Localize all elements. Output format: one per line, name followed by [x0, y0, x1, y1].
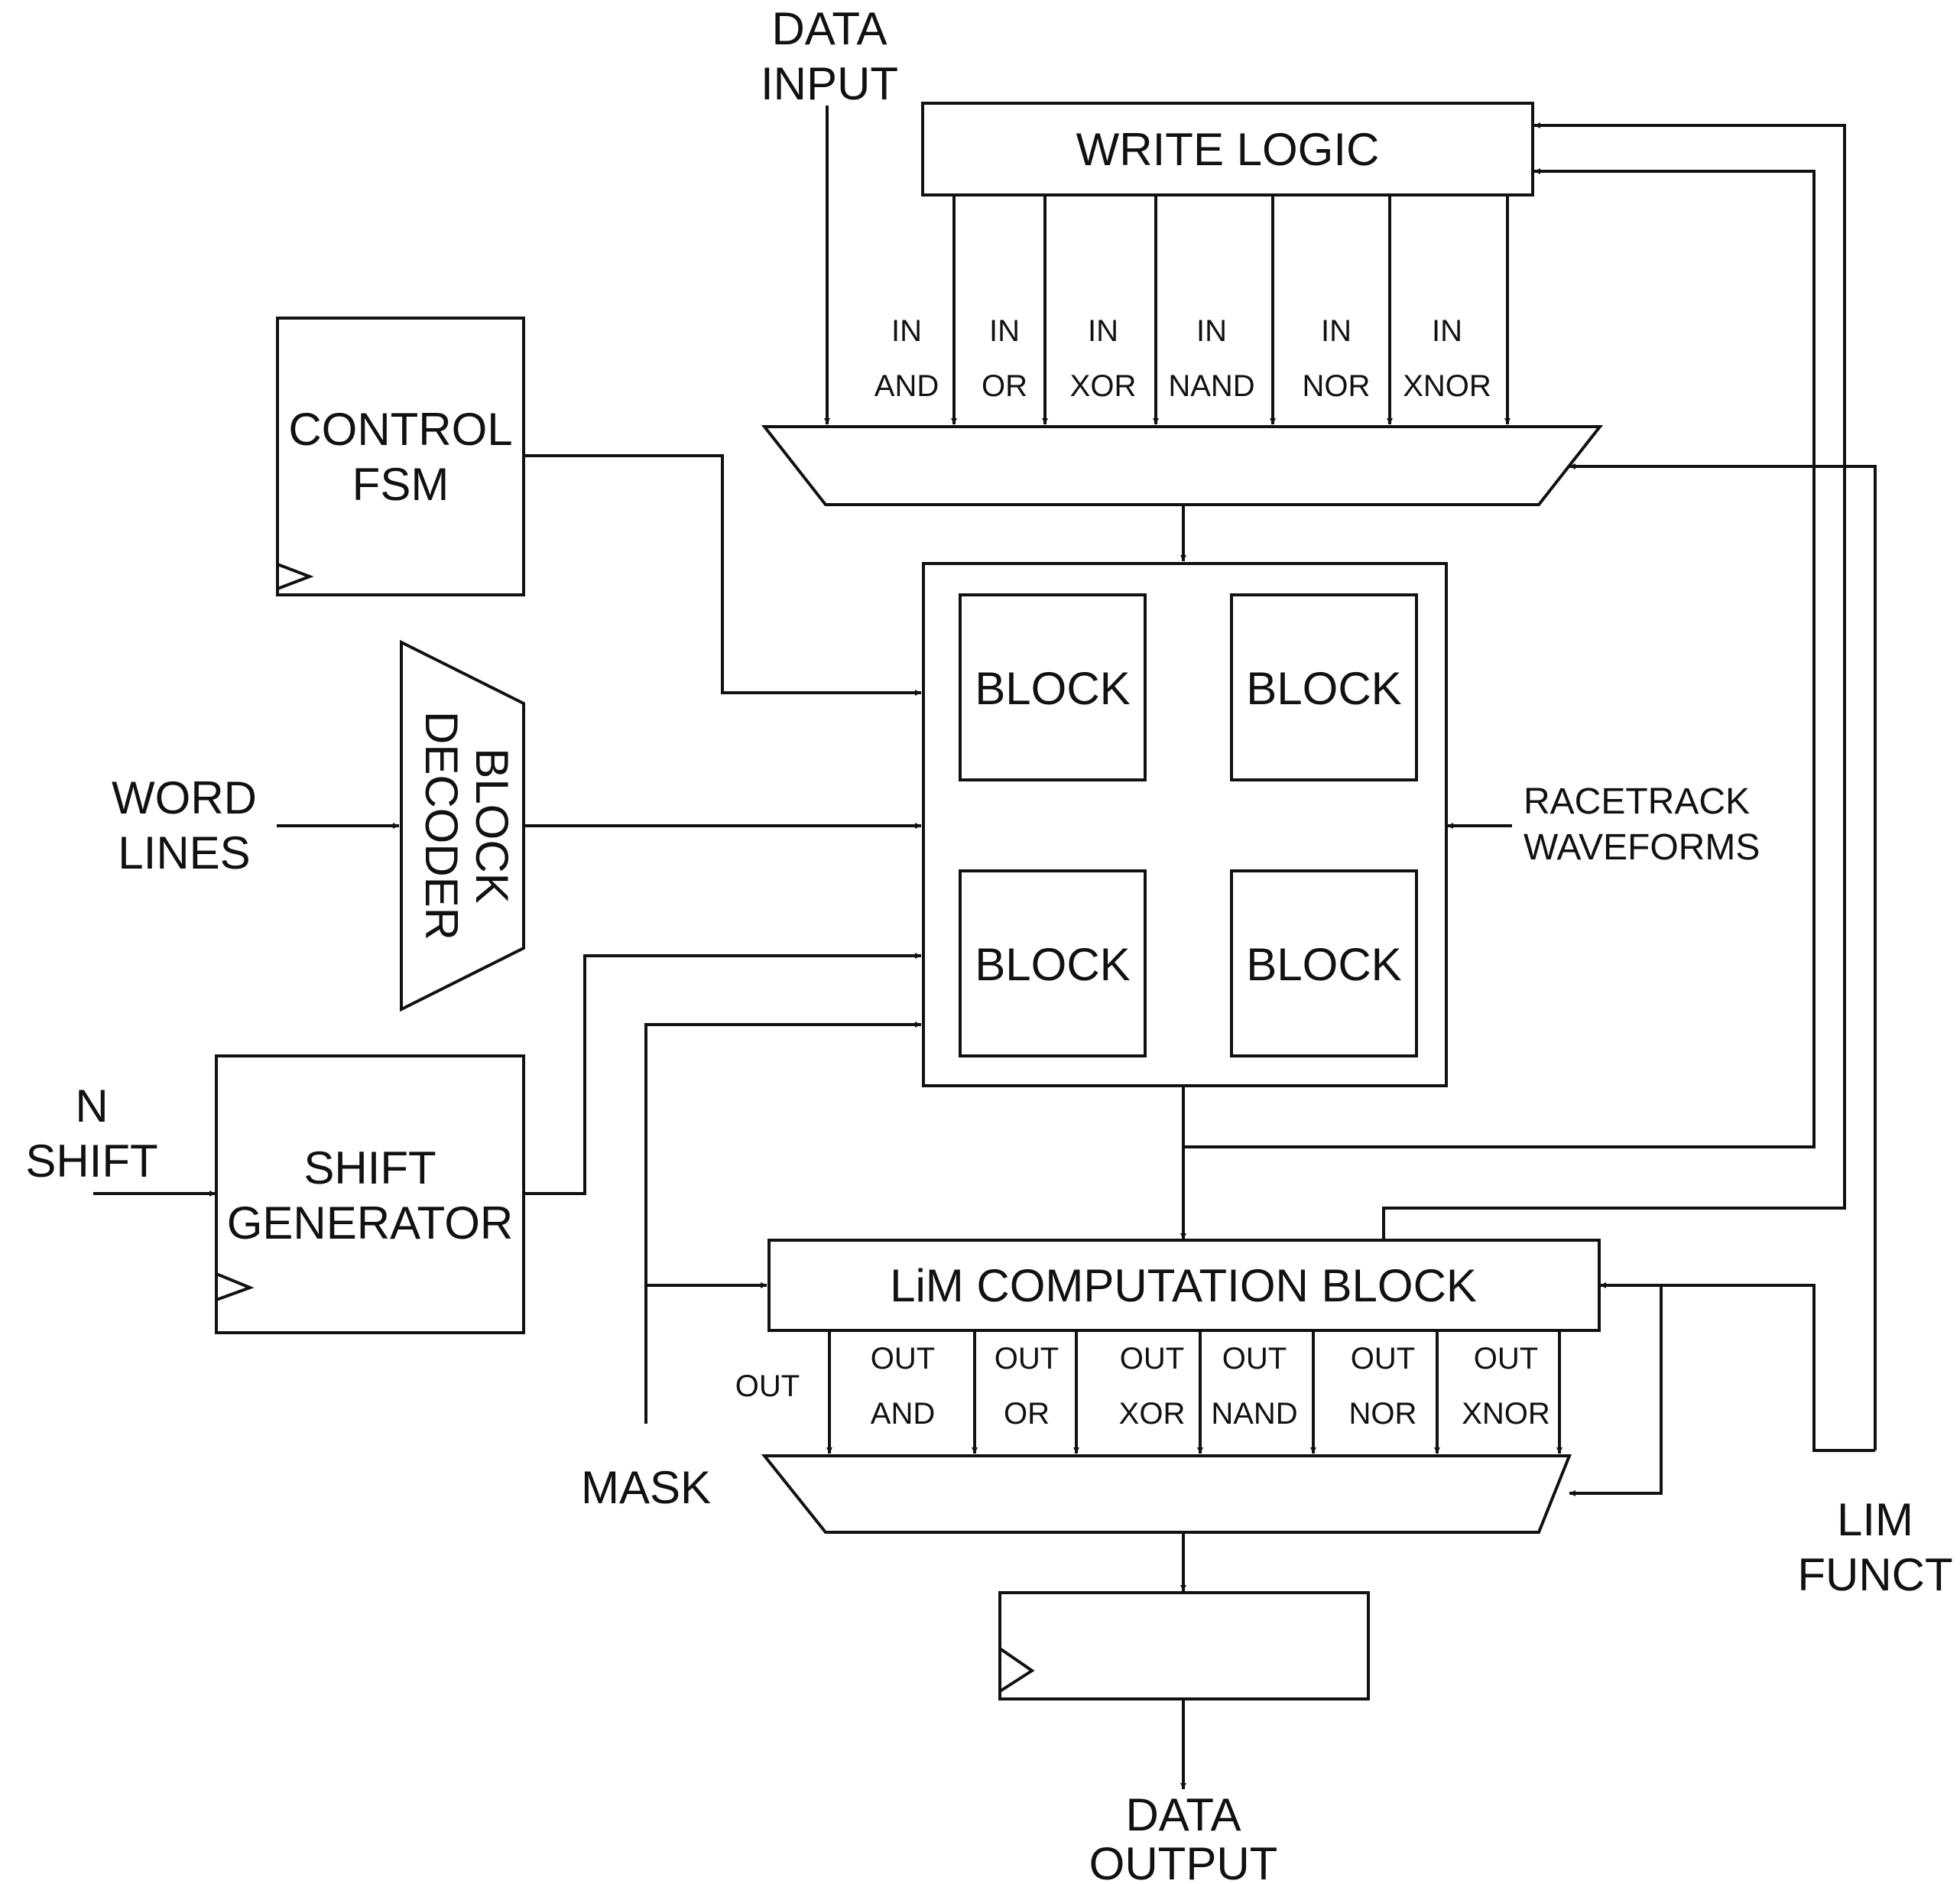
output-register: [998, 1591, 1370, 1700]
racetrack-label-1: RACETRACK: [1524, 781, 1750, 822]
n-shift-label-2: SHIFT: [25, 1135, 157, 1187]
in-or-label: OR: [982, 369, 1027, 403]
out-or-label: OR: [1004, 1397, 1050, 1431]
racetrack-label-2: WAVEFORMS: [1524, 827, 1760, 868]
lim-funct-lim-wire: [1600, 1282, 1875, 1452]
in-label: IN: [1432, 314, 1462, 348]
lim-feedback-wire: [1382, 122, 1846, 1239]
out-label: OUT: [1474, 1342, 1538, 1376]
out-nand-label: NAND: [1211, 1397, 1297, 1431]
write-mux-input-labels: IN AND IN OR IN XOR IN NAND IN NOR IN XN…: [875, 314, 1491, 403]
block-decoder: BLOCK DECODER: [400, 639, 525, 1012]
out-label: OUT: [1120, 1342, 1184, 1376]
in-label: IN: [891, 314, 922, 348]
memory-array: BLOCK BLOCK BLOCK BLOCK: [922, 562, 1448, 1087]
write-logic-output-wires: [951, 196, 1511, 424]
control-fsm-label-1: CONTROL: [288, 404, 512, 455]
write-logic-label: WRITE LOGIC: [1076, 124, 1380, 175]
in-xor-label: XOR: [1070, 369, 1137, 403]
lim-funct-out-select-wire: [1569, 1285, 1663, 1496]
word-lines-label-2: LINES: [118, 827, 250, 879]
out-xnor-label: XNOR: [1462, 1397, 1550, 1431]
lim-funct-write-select-wire: [1569, 463, 1877, 1450]
out-label: OUT: [1222, 1342, 1287, 1376]
block-br: BLOCK: [1230, 869, 1418, 1057]
block-decoder-label-1: BLOCK: [466, 748, 518, 903]
data-output-label-2: OUTPUT: [1089, 1838, 1278, 1884]
mask-label: MASK: [581, 1462, 711, 1513]
out-mux-input-labels: OUT OUT AND OUT OR OUT XOR OUT NAND OUT …: [735, 1342, 1550, 1431]
control-fsm-label-2: FSM: [352, 459, 449, 510]
block-label: BLOCK: [1246, 663, 1401, 714]
lim-computation-block: LiM COMPUTATION BLOCK: [767, 1239, 1601, 1332]
in-nand-label: NAND: [1168, 369, 1254, 403]
out-xor-label: XOR: [1119, 1397, 1186, 1431]
shift-gen-to-array-wire: [524, 953, 921, 1195]
out-label: OUT: [735, 1369, 800, 1403]
array-feedback-wire: [1183, 168, 1816, 1148]
block-tr: BLOCK: [1230, 593, 1418, 781]
out-nor-label: NOR: [1349, 1397, 1417, 1431]
block-label: BLOCK: [1246, 939, 1401, 990]
in-label: IN: [989, 314, 1020, 348]
block-decoder-label-2: DECODER: [416, 711, 467, 940]
data-output-label-1: DATA: [1125, 1789, 1241, 1840]
lim-funct-label-1: LIM: [1837, 1494, 1913, 1545]
lim-funct-label-2: FUNCT: [1797, 1549, 1952, 1600]
in-xnor-label: XNOR: [1403, 369, 1491, 403]
data-input-label-2: INPUT: [761, 58, 898, 109]
block-tl: BLOCK: [959, 593, 1147, 781]
shift-generator-label-2: GENERATOR: [227, 1197, 514, 1249]
out-label: OUT: [1351, 1342, 1415, 1376]
mask-to-array-wire: [644, 1022, 921, 1424]
shift-generator-label-1: SHIFT: [303, 1142, 436, 1194]
write-mux: [761, 425, 1604, 506]
block-label: BLOCK: [975, 663, 1130, 714]
in-label: IN: [1196, 314, 1227, 348]
data-input-label-1: DATA: [771, 3, 887, 54]
block-label: BLOCK: [975, 939, 1130, 990]
out-label: OUT: [871, 1342, 935, 1376]
word-lines-label-1: WORD: [112, 772, 257, 823]
control-fsm-wire: [524, 454, 921, 696]
output-mux: [761, 1454, 1572, 1534]
shift-generator: SHIFT GENERATOR: [215, 1054, 525, 1334]
out-label: OUT: [995, 1342, 1059, 1376]
write-logic: WRITE LOGIC: [921, 102, 1534, 197]
lim-output-wires: [826, 1331, 1562, 1454]
block-bl: BLOCK: [959, 869, 1147, 1057]
control-fsm: CONTROL FSM: [276, 317, 525, 596]
in-nor-label: NOR: [1303, 369, 1371, 403]
in-label: IN: [1088, 314, 1118, 348]
out-and-label: AND: [871, 1397, 935, 1431]
n-shift-label-1: N: [75, 1080, 108, 1132]
in-and-label: AND: [875, 369, 939, 403]
in-label: IN: [1321, 314, 1352, 348]
lim-computation-label: LiM COMPUTATION BLOCK: [890, 1260, 1477, 1311]
